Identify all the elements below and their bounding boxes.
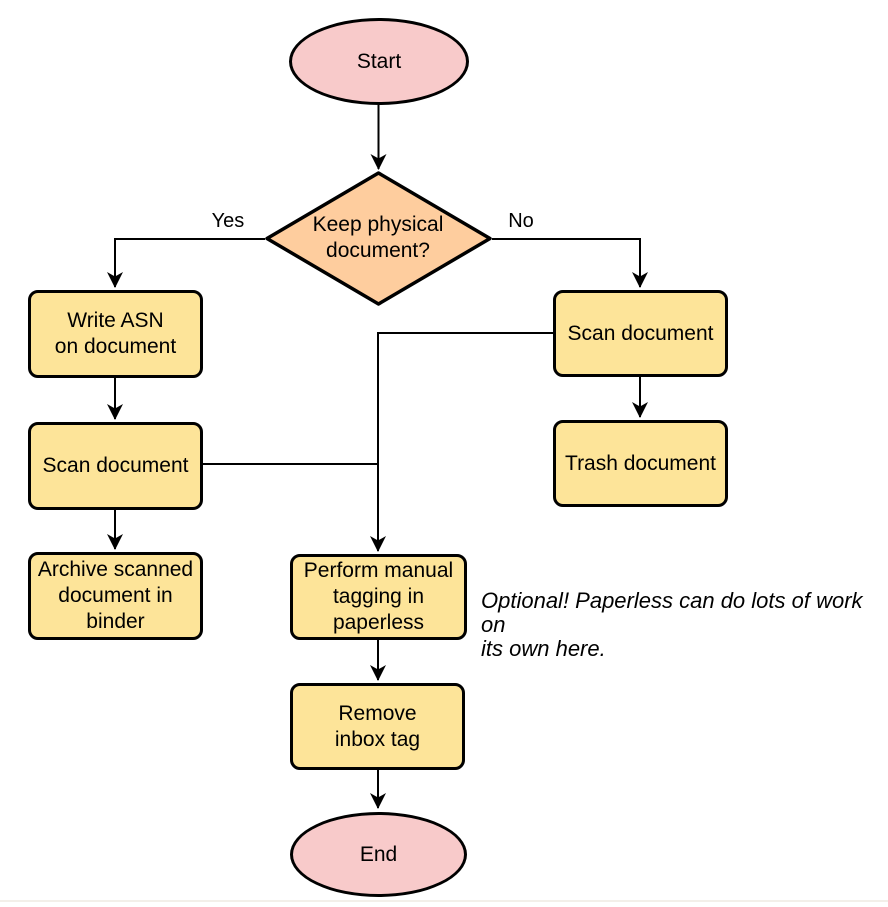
no-edge-label: No	[508, 210, 534, 232]
trash-document-node-label: Trash document	[565, 451, 716, 475]
start-node-label: Start	[356, 49, 402, 73]
write-asn-node: Write ASN on document	[28, 290, 203, 378]
manual-tagging-node-label: Perform manual tagging in paperless	[303, 559, 454, 634]
connector-no-branch	[492, 238, 648, 288]
connector-yes-branch	[107, 238, 265, 288]
remove-inbox-tag-node: Remove inbox tag	[290, 683, 465, 770]
connector-scanright-tagging	[370, 332, 553, 552]
scan-document-left-node-label: Scan document	[42, 454, 189, 477]
decision-node-label: Keep physical document?	[312, 213, 444, 262]
write-asn-node-label: Write ASN on document	[54, 309, 177, 358]
archive-node-label: Archive scanned document in binder	[37, 558, 194, 633]
end-node-label: End	[359, 842, 398, 866]
yes-edge-label: Yes	[211, 210, 245, 232]
scan-document-left-node: Scan document	[28, 422, 203, 510]
optional-note: Optional! Paperless can do lots of work …	[481, 588, 863, 661]
start-node: Start	[289, 18, 469, 105]
trash-document-node: Trash document	[553, 420, 728, 507]
remove-inbox-tag-node-label: Remove inbox tag	[334, 701, 421, 751]
scan-document-right-node: Scan document	[553, 290, 728, 377]
end-node: End	[290, 812, 467, 897]
decision-node-shape	[265, 171, 492, 306]
archive-node: Archive scanned document in binder	[28, 552, 203, 640]
footer-divider	[0, 900, 888, 902]
manual-tagging-node: Perform manual tagging in paperless	[290, 554, 467, 640]
scan-document-right-node-label: Scan document	[567, 321, 714, 345]
